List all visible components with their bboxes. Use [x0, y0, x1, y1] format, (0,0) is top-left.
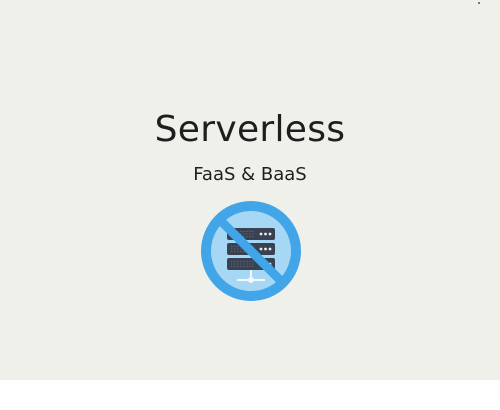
slide-subtitle: FaaS & BaaS [193, 164, 307, 185]
slide: Serverless FaaS & BaaS [0, 0, 500, 380]
bottom-strip [0, 380, 500, 410]
corner-dot [478, 2, 480, 4]
slide-title: Serverless [154, 109, 346, 150]
no-server-icon [199, 199, 303, 303]
prohibition-slash [217, 217, 285, 285]
no-server-icon-graphic [201, 201, 301, 301]
